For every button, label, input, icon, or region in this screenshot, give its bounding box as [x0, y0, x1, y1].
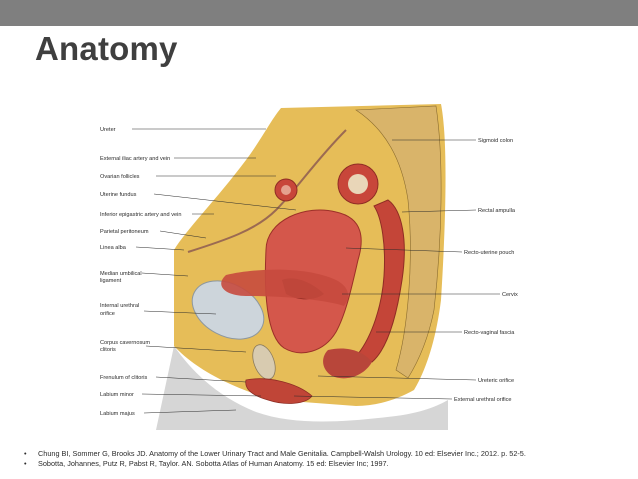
vaginal-wall: [221, 269, 349, 306]
label-median-umbilical: Median umbilical: [100, 271, 142, 277]
top-bar: [0, 0, 638, 26]
label-internal-urethral: Internal urethral: [100, 303, 139, 309]
label-labium-majus: Labium majus: [100, 411, 135, 417]
label-external-iliac: External iliac artery and vein: [100, 156, 170, 162]
label-external-urethral-orifice: External urethral orifice: [454, 397, 512, 403]
label-orifice: orifice: [100, 311, 115, 317]
reference-list: Chung BI, Sommer G, Brooks JD. Anatomy o…: [24, 449, 624, 469]
perineal-body: [323, 348, 372, 379]
reference-item: Chung BI, Sommer G, Brooks JD. Anatomy o…: [24, 449, 624, 459]
label-inferior-epigastric: Inferior epigastric artery and vein: [100, 212, 181, 218]
reference-item: Sobotta, Johannes, Putz R, Pabst R, Tayl…: [24, 459, 624, 469]
slide-title: Anatomy: [35, 30, 178, 67]
label-recto-uterine-pouch: Recto-uterine pouch: [464, 250, 514, 256]
label-cervix: Cervix: [502, 292, 518, 298]
body-skin: [156, 346, 448, 430]
label-sigmoid-colon: Sigmoid colon: [478, 138, 513, 144]
pubic-bone: [252, 344, 276, 380]
label-linea-alba: Linea alba: [100, 245, 127, 251]
anatomy-illustration: Ureter External iliac artery and vein Ov…: [96, 100, 526, 430]
label-clitoris: clitoris: [100, 347, 116, 353]
vulva: [245, 378, 313, 404]
label-recto-vaginal-fascia: Recto-vaginal fascia: [464, 330, 515, 336]
label-ligament: ligament: [100, 278, 122, 284]
label-parietal-peritoneum: Parietal peritoneum: [100, 229, 149, 235]
label-rectal-ampulla: Rectal ampulla: [478, 208, 516, 214]
label-labium-minor: Labium minor: [100, 392, 134, 398]
label-ureter: Ureter: [100, 127, 116, 133]
label-corpus-cavernosum: Corpus cavernosum: [100, 340, 150, 346]
peritoneum-line: [187, 129, 347, 253]
label-ureteric-orifice: Ureteric orifice: [478, 378, 514, 384]
label-ovarian-follicles: Ovarian follicles: [100, 174, 140, 180]
sacrum: [355, 105, 442, 379]
label-frenulum: Frenulum of clitoris: [100, 375, 147, 381]
label-uterine-fundus: Uterine fundus: [100, 192, 137, 198]
